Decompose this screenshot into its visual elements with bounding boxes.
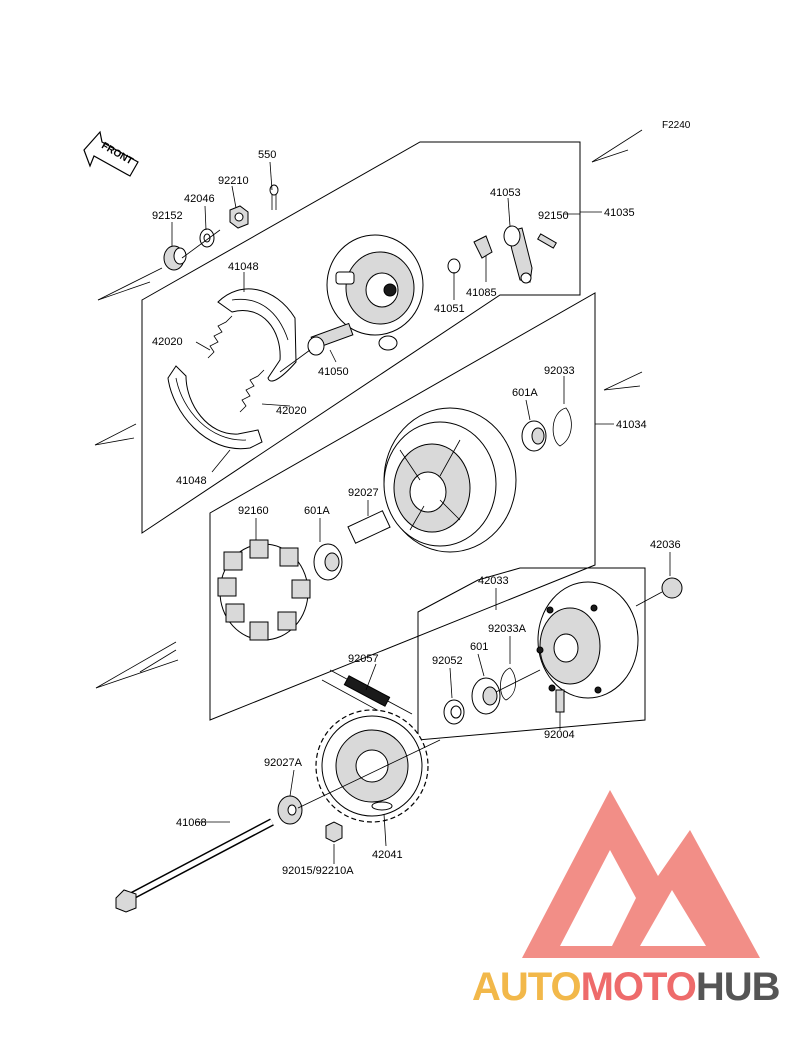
- front-arrow-icon: FRONT: [83, 130, 139, 177]
- bearing-601A-lower: [313, 543, 343, 581]
- collar-42036: [661, 577, 683, 599]
- axle-centerline: [181, 229, 663, 809]
- brake-springs: [207, 315, 265, 413]
- watermark-triangle-mark: [522, 790, 760, 958]
- cotter-pin: [269, 184, 279, 210]
- label-42046: 42046: [184, 193, 215, 205]
- label-92033: 92033: [544, 365, 575, 377]
- label-41035: 41035: [604, 207, 635, 219]
- label-92210: 92210: [218, 175, 249, 187]
- sprocket-coupling: [536, 581, 639, 699]
- label-41068: 41068: [176, 817, 207, 829]
- label-92052: 92052: [432, 655, 463, 667]
- figure-code: F2240: [662, 120, 691, 131]
- label-550: 550: [258, 149, 276, 161]
- watermark-moto: MOTO: [581, 965, 696, 1009]
- watermark-text: AUTOMOTOHUB: [472, 965, 781, 1009]
- brake-shoes: [167, 288, 297, 450]
- brake-panel-frame: [141, 141, 581, 534]
- sprocket-nut: [325, 821, 343, 843]
- label-41051: 41051: [434, 303, 465, 315]
- leader-lines: [171, 161, 671, 864]
- hub-damper: [217, 539, 311, 641]
- label-92160: 92160: [238, 505, 269, 517]
- label-41085: 41085: [466, 287, 497, 299]
- spacer-92027: [347, 510, 391, 544]
- label-601A-upper: 601A: [512, 387, 538, 399]
- part-labels: 550 92210 42046 92152 41053 92150 41035 …: [152, 149, 681, 877]
- collar-92152: [163, 245, 187, 271]
- label-601: 601: [470, 641, 488, 653]
- label-92027: 92027: [348, 487, 379, 499]
- label-41048-upper: 41048: [228, 261, 259, 273]
- label-42041: 42041: [372, 849, 403, 861]
- stud-92004: [555, 689, 565, 713]
- label-92015-92210A: 92015/92210A: [282, 865, 354, 877]
- brake-lever: [447, 225, 557, 284]
- circlip-92033: [552, 407, 572, 447]
- rear-axle: [115, 818, 274, 913]
- castle-nut: [229, 205, 249, 229]
- watermark-auto: AUTO: [472, 965, 581, 1009]
- circlip-92033A: [500, 667, 516, 701]
- label-41048-lower: 41048: [176, 475, 207, 487]
- spacer-92027A: [277, 795, 303, 825]
- label-92033A: 92033A: [488, 623, 527, 635]
- label-92057: 92057: [348, 653, 379, 665]
- oil-seal-92052: [443, 699, 465, 725]
- watermark-hub: HUB: [696, 965, 780, 1009]
- rear-sprocket: [315, 709, 429, 823]
- label-42036: 42036: [650, 539, 681, 551]
- label-92152: 92152: [152, 210, 183, 222]
- label-42033: 42033: [478, 575, 509, 587]
- label-92027A: 92027A: [264, 757, 303, 769]
- brake-panel: [326, 234, 424, 351]
- label-42020-left: 42020: [152, 336, 183, 348]
- leader-wedges: [94, 129, 643, 689]
- watermark-logo: [522, 790, 760, 958]
- label-92150: 92150: [538, 210, 569, 222]
- washer-42046: [199, 228, 215, 248]
- label-42020-right: 42020: [276, 405, 307, 417]
- brake-camshaft: [307, 322, 354, 356]
- wheel-hub: [383, 407, 517, 553]
- label-41034: 41034: [616, 419, 647, 431]
- bearing-601: [471, 677, 501, 715]
- label-92004: 92004: [544, 729, 575, 741]
- svg-text:AUTOMOTOHUB: AUTOMOTOHUB: [472, 965, 780, 1009]
- wheel-hub-frame: [209, 292, 596, 721]
- label-41053: 41053: [490, 187, 521, 199]
- bearing-601A-upper: [521, 420, 547, 452]
- label-41050: 41050: [318, 366, 349, 378]
- label-601A-lower: 601A: [304, 505, 330, 517]
